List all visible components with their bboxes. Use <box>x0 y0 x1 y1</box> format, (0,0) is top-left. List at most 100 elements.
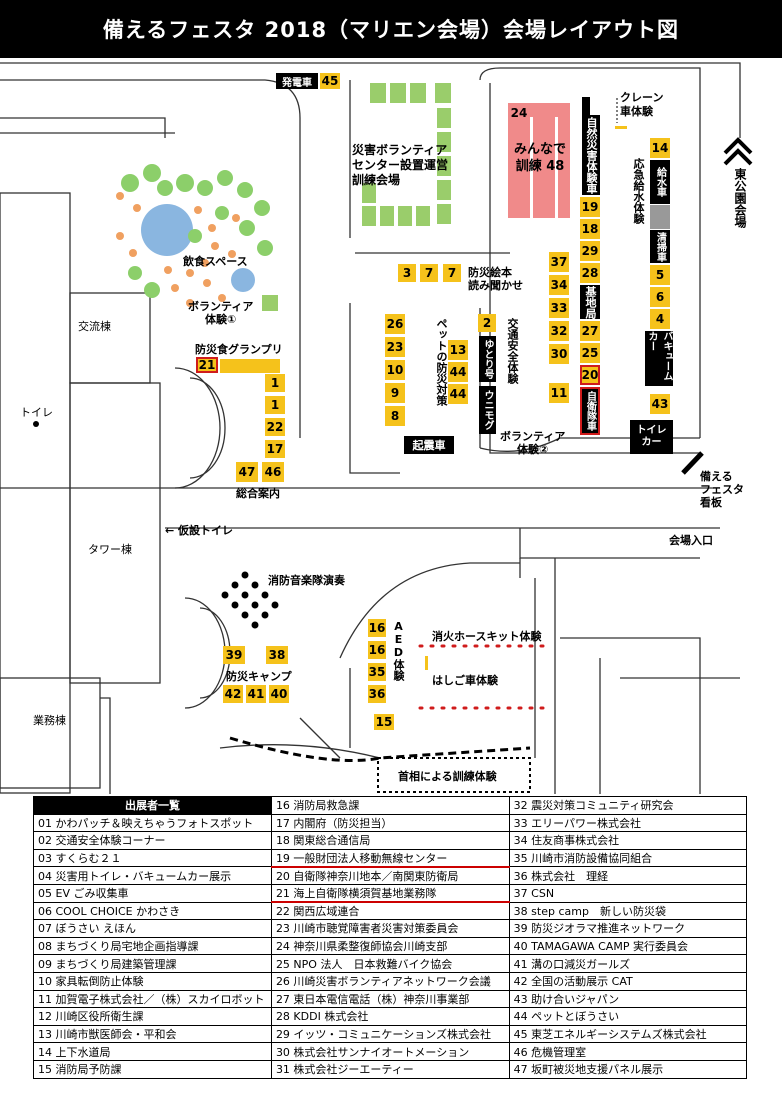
water-supply-car: 給水車 <box>650 160 670 204</box>
koryu-building-label: 交流棟 <box>78 320 111 333</box>
legend-item: 25 NPO 法人 日本救難バイク協会 <box>270 954 510 973</box>
legend-item: 30 株式会社サンナイオートメーション <box>270 1042 510 1061</box>
grand-prix-label: 防災食グランプリ <box>195 343 283 356</box>
booth-26: 26 <box>385 314 405 334</box>
booth-6: 6 <box>650 287 670 307</box>
legend-item: 09 まちづくり局建築管理課 <box>33 954 272 973</box>
legend-header: 出展者一覧 <box>33 796 272 815</box>
booth-25: 25 <box>580 343 600 363</box>
base-station-car: 基地局 <box>580 285 600 319</box>
yutori-vehicle: ゆとり号 <box>479 336 496 382</box>
sdf-vehicle: 自衛隊車 <box>580 387 600 435</box>
legend-item: 47 坂町被災地支援パネル展示 <box>508 1059 748 1079</box>
spacer-block <box>650 205 670 229</box>
legend-item: 12 川崎区役所衛生課 <box>33 1007 272 1026</box>
booth-5: 5 <box>650 265 670 285</box>
ladder-truck-label: はしご車体験 <box>432 674 498 687</box>
legend-item: 22 関西広域連合 <box>270 901 510 921</box>
booth-4: 4 <box>650 309 670 329</box>
disaster-experience-car: 自然災害体験車 <box>582 115 600 195</box>
legend-item: 29 イッツ・コミュニケーションズ株式会社 <box>270 1024 510 1044</box>
legend-item: 35 川崎市消防設備協同組合 <box>508 848 748 868</box>
booth-44b: 44 <box>448 384 468 404</box>
booth-41: 41 <box>246 685 266 703</box>
legend-item: 33 エリーパワー株式会社 <box>508 813 748 833</box>
booth-28: 28 <box>580 263 600 283</box>
booth-36: 36 <box>368 685 386 703</box>
booth-32: 32 <box>549 321 569 341</box>
booth-20: 20 <box>580 365 600 385</box>
hose-label: 消火ホースキット体験 <box>432 630 542 643</box>
legend-item: 18 関東総合通信局 <box>270 831 510 850</box>
booth-3: 3 <box>398 264 416 282</box>
legend-item: 31 株式会社ジーエーティー <box>270 1059 510 1079</box>
picture-book-label: 防災絵本 読み聞かせ <box>468 266 523 292</box>
volunteer2-label: ボランティア 体験② <box>500 430 566 456</box>
legend-item: 15 消防局予防課 <box>33 1059 272 1079</box>
grand-prix-row <box>220 359 280 373</box>
legend-item: 34 住友商事株式会社 <box>508 831 748 850</box>
dining-label: 飲食スペース <box>183 255 248 268</box>
legend-item: 27 東日本電信電話（株）神奈川事業部 <box>270 989 510 1009</box>
water-supply-label: 応急給水体験 <box>632 158 645 224</box>
booth-27: 27 <box>580 321 600 341</box>
booth-1b: 1 <box>265 396 285 414</box>
legend-item: 23 川崎市聴覚障害者災害対策委員会 <box>270 919 510 938</box>
booth-8: 8 <box>385 406 405 426</box>
tower-building-label: タワー棟 <box>88 543 132 556</box>
traffic-safety-label: 交通安全体験 <box>506 318 519 384</box>
pet-label: ペットの防災対策 <box>435 318 448 406</box>
legend-item: 07 ぼうさい えほん <box>33 919 272 938</box>
booth-34: 34 <box>549 275 569 295</box>
page-title: 備えるフェスタ 2018（マリエン会場）会場レイアウト図 <box>0 0 782 58</box>
legend-item: 44 ペットとぼうさい <box>508 1007 748 1026</box>
temp-toilet-label: ← 仮設トイレ <box>165 524 234 537</box>
legend-item: 10 家具転倒防止体験 <box>33 971 272 991</box>
booth-15: 15 <box>374 714 394 730</box>
legend-item: 08 まちづくり局宅地企画指導課 <box>33 936 272 956</box>
booth-18: 18 <box>580 219 600 239</box>
legend-item: 13 川崎市獣医師会・平和会 <box>33 1024 272 1044</box>
legend-item: 20 自衛隊神奈川地本／南関東防衛局 <box>270 866 510 885</box>
legend-item: 40 TAMAGAWA CAMP 実行委員会 <box>508 936 748 956</box>
earthquake-simulator-car: 起震車 <box>404 436 454 454</box>
legend-item: 01 かわパッチ＆映えちゃうフォトスポット <box>33 813 272 833</box>
toilet-label: トイレ <box>20 406 53 419</box>
booth-10: 10 <box>385 360 405 380</box>
legend-item: 05 EV ごみ収集車 <box>33 883 272 903</box>
legend-item: 36 株式会社 理経 <box>508 866 748 885</box>
vacuum-car: バキュームカー <box>645 331 673 386</box>
info-desk-label: 総合案内 <box>236 487 280 500</box>
booth-38: 38 <box>266 646 288 664</box>
legend-item: 28 KDDI 株式会社 <box>270 1007 510 1026</box>
map-outline <box>0 62 753 794</box>
legend-item: 43 助け合いジャパン <box>508 989 748 1009</box>
booth-22: 22 <box>265 418 285 436</box>
aed-label: AED体験 <box>392 620 405 681</box>
legend-item: 19 一般財団法人移動無線センター <box>270 848 510 868</box>
booth-2: 2 <box>478 314 496 332</box>
legend-item: 37 CSN <box>508 883 748 903</box>
booth-9: 9 <box>385 383 405 403</box>
legend-item: 11 加賀電子株式会社／（株）スカイロボット <box>33 989 272 1009</box>
booth-7b: 7 <box>443 264 461 282</box>
booth-30: 30 <box>549 344 569 364</box>
camp-label: 防災キャンプ <box>226 670 292 683</box>
legend-item: 39 防災ジオラマ推進ネットワーク <box>508 919 748 938</box>
booth-37: 37 <box>549 252 569 272</box>
legend-item: 14 上下水道局 <box>33 1042 272 1061</box>
legend-item: 26 川崎災害ボランティアネットワーク会議 <box>270 971 510 991</box>
garbage-truck: 清掃車 <box>650 230 670 263</box>
legend-item: 03 すくらむ２１ <box>33 848 272 868</box>
legend-item: 41 溝の口減災ガールズ <box>508 954 748 973</box>
